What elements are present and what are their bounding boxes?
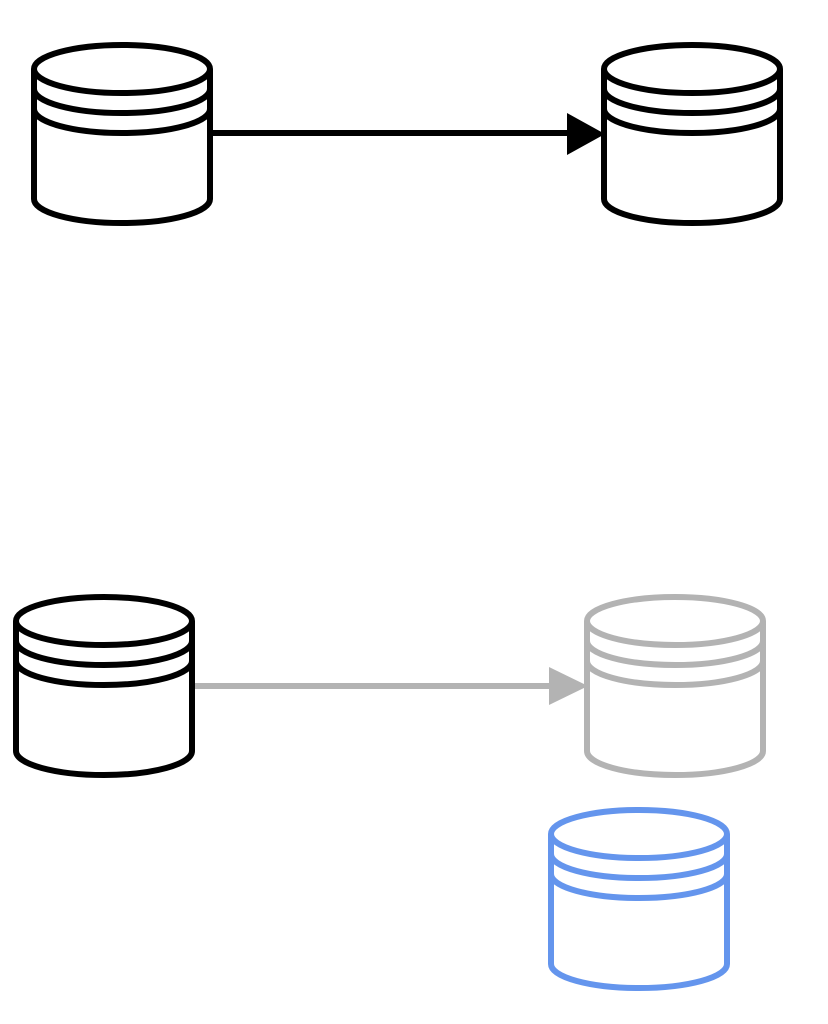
database-icon — [31, 42, 213, 226]
database-node-top-right[interactable] — [601, 42, 783, 226]
arrowhead-icon — [567, 113, 605, 155]
connector-bottom[interactable] — [195, 667, 588, 705]
database-node-bottom-highlighted[interactable] — [548, 807, 730, 991]
database-node-top-left[interactable] — [31, 42, 213, 226]
database-icon — [13, 594, 195, 778]
database-icon — [548, 807, 730, 991]
arrowhead-icon — [549, 667, 588, 705]
nodes-layer — [13, 42, 783, 991]
database-node-bottom-left[interactable] — [13, 594, 195, 778]
database-icon — [584, 594, 766, 778]
connector-top[interactable] — [212, 113, 605, 155]
database-icon — [601, 42, 783, 226]
edges-layer — [195, 113, 605, 705]
database-node-bottom-right-ghost[interactable] — [584, 594, 766, 778]
